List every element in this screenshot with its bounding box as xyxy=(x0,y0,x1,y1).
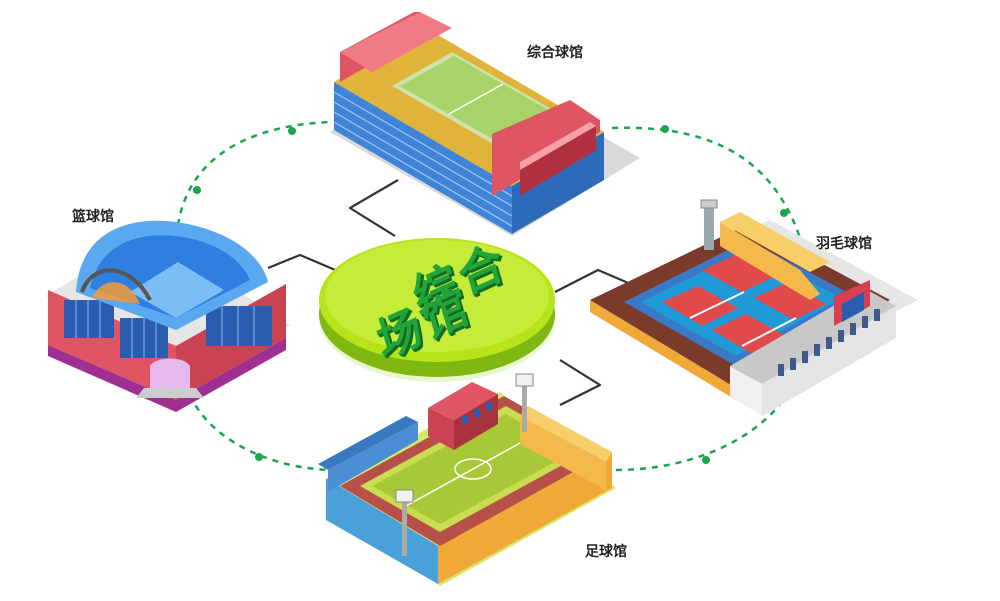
yumao-arena-illustration xyxy=(590,199,918,416)
lanqiu-arena-illustration xyxy=(46,220,290,412)
label-badminton-arena: 羽毛球馆 xyxy=(816,236,872,252)
hub-disc xyxy=(319,238,555,382)
label-zonghe-arena: 综合球馆 xyxy=(527,45,583,61)
zonghe-arena-illustration xyxy=(330,12,640,236)
label-football-stadium: 足球馆 xyxy=(585,544,627,560)
zuqiu-stadium-illustration xyxy=(318,373,616,586)
label-basketball-arena: 篮球馆 xyxy=(72,209,114,225)
hub-connectors xyxy=(267,179,641,406)
